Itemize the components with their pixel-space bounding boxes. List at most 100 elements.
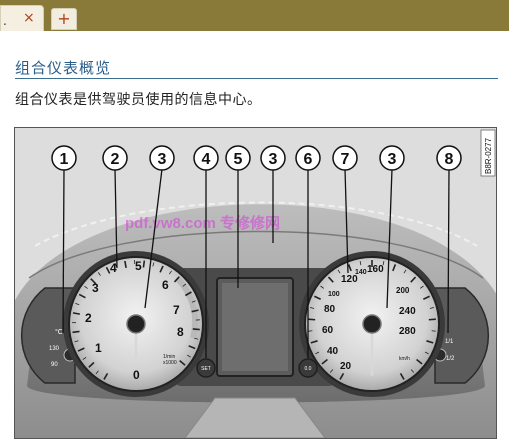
callout-7-label: 7 [341,151,350,168]
temp-label-90: 90 [51,362,58,368]
callout-5-label: 5 [234,151,243,168]
gauge-tick [84,285,88,289]
section-description: 组合仪表是供驾驶员使用的信息中心。 [15,92,262,108]
callout-3c-label: 3 [388,151,397,168]
tach-number-0: 0 [133,368,140,382]
figure-code-box [480,129,496,177]
speed-unit: km/h [399,356,410,362]
gauge-tick [327,276,334,283]
plus-icon: + [57,9,71,28]
gauge-tick [173,276,180,283]
gauge-tick [329,369,334,373]
gauge-tick [187,354,191,358]
speedometer: 20 40 60 80 100 120 140 160 200 240 280 … [299,251,445,397]
gauge-tick [184,291,192,297]
tab-title: . [3,14,7,28]
set-button-label: SET [201,366,211,372]
figure-code: B8R-0277 [484,137,493,174]
gauge-tick [152,262,155,267]
fuel-label-full: 1/1 [445,339,454,345]
tach-unit-multiplier: x1000 [163,360,177,366]
gauge-tick [315,351,320,355]
gauge-tick [403,269,407,274]
gauge-tick [337,269,341,274]
gauge-tick [82,357,87,360]
gauge-tick [95,370,99,375]
gauge-tick [428,318,436,321]
callout-6-label: 6 [304,151,313,168]
speed-number-40: 40 [327,346,339,357]
tach-number-7: 7 [173,303,180,317]
callout-3b [260,145,286,171]
speed-number-100: 100 [328,291,340,298]
fuel-label-half: 1/2 [446,356,455,362]
tach-number-3: 3 [92,281,99,295]
gauge-tick [310,307,315,309]
gauge-tick [382,261,385,266]
tach-number-6: 6 [162,278,169,292]
callout-4-label: 4 [202,151,211,168]
gauge-tick [420,285,424,289]
browser-tab[interactable]: . × [0,5,44,31]
gauge-tick [424,351,429,355]
gauge-tick [399,372,405,380]
callout-4 [193,145,219,171]
gauge-tick [416,358,423,365]
gauge-tick [321,358,328,365]
gauge-tick [310,340,318,344]
gauge-tick [347,264,352,272]
gauge-tick [194,337,199,340]
speed-number-20: 20 [340,361,352,372]
gauge-tick [410,276,417,283]
instrument-cluster-illustration: °C 130 90 1/1 1/2 1 2 3 4 5 6 7 8 0 1/mi… [15,128,496,438]
gauge-tick [72,330,80,334]
gauge-tick [429,307,434,309]
gauge-tick [159,265,164,273]
callout-1 [51,145,77,171]
gauge-tick [392,264,397,272]
callout-leader-lines [62,168,450,358]
gauge-tick [313,295,321,300]
gauge-tick [90,278,97,285]
temperature-gauge [20,287,76,384]
section-title: 组合仪表概览 [15,59,112,77]
gauge-tick [191,300,196,303]
callout-5 [225,145,251,171]
gauge-tick [88,361,95,368]
speed-number-160: 160 [367,264,384,275]
close-icon[interactable]: × [23,10,35,26]
speed-number-200: 200 [396,286,410,295]
callout-7 [332,145,358,171]
speed-number-80: 80 [324,304,336,315]
callout-3a [149,145,175,171]
new-tab-button[interactable]: + [51,8,77,30]
gauge-tick [179,360,186,366]
gauge-tick [191,309,199,313]
callout-markers: 1 2 3 4 5 3 6 7 3 8 [51,145,462,171]
gauge-tick [182,283,187,287]
callout-3b-label: 3 [269,151,278,168]
speed-number-140: 140 [355,269,367,276]
callout-8-label: 8 [445,151,454,168]
gauge-tick [169,270,172,275]
speed-number-240: 240 [399,306,416,317]
instrument-cluster-figure: °C 130 90 1/1 1/2 1 2 3 4 5 6 7 8 0 1/mi… [14,127,497,439]
callout-1-label: 1 [60,151,69,168]
callout-6 [295,145,321,171]
temp-label-130: 130 [49,346,60,352]
gauge-tick [77,347,85,352]
callout-8 [436,145,462,171]
tach-number-1: 1 [95,341,102,355]
speed-number-120: 120 [341,274,358,285]
gauge-tick [78,293,86,299]
trip-reset-button[interactable] [298,358,318,378]
tach-number-8: 8 [177,325,184,339]
gauge-tick [188,345,196,350]
gauge-tick [75,303,80,306]
temp-unit-label: °C [55,328,63,336]
watermark: pdf.vw8.com 专修修网 [125,214,280,232]
set-button[interactable] [196,358,216,378]
gauge-tick [359,261,362,266]
callout-3a-label: 3 [158,151,167,168]
steering-column [184,397,326,438]
